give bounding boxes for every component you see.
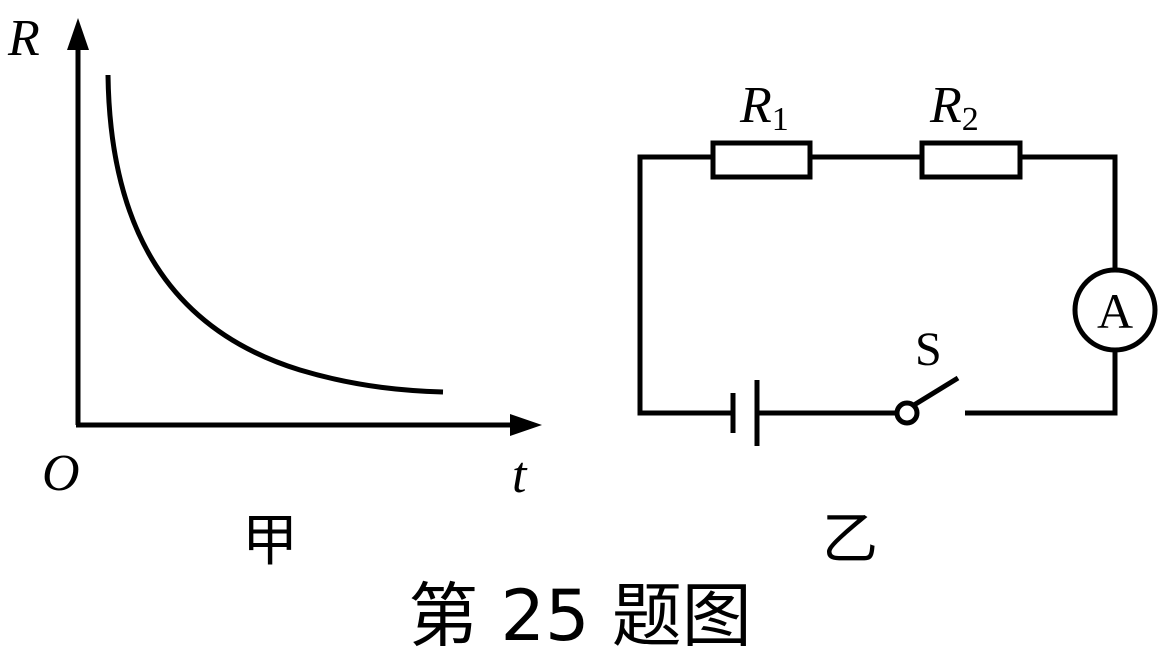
- y-axis-arrow-icon: [67, 18, 89, 50]
- circuit-label: 乙: [822, 507, 878, 572]
- graph-label: 甲: [242, 509, 298, 574]
- circuit-diagram: R1 R2 A S 乙: [637, 77, 1158, 572]
- resistor-r1: [710, 140, 813, 180]
- decay-curve: [105, 74, 444, 395]
- wire-right-bottom: [965, 350, 1118, 416]
- switch-pivot-icon: [894, 400, 920, 426]
- r1-label: R1: [739, 77, 789, 138]
- r2-label: R2: [929, 77, 979, 138]
- wire-right-top: [1020, 154, 1118, 270]
- switch-label: S: [915, 323, 942, 376]
- y-axis-label: R: [7, 10, 40, 67]
- x-axis-label: t: [512, 447, 528, 504]
- ammeter-label: A: [1097, 283, 1133, 339]
- figure-caption: 第 25 题图: [408, 575, 752, 657]
- origin-label: O: [42, 445, 80, 502]
- ammeter-icon: [1072, 267, 1158, 353]
- x-axis-arrow-icon: [510, 414, 542, 436]
- switch-blade: [912, 375, 960, 408]
- wire-left: [637, 154, 733, 416]
- r-t-graph: R O t 甲: [7, 10, 542, 574]
- resistor-r2: [919, 140, 1023, 180]
